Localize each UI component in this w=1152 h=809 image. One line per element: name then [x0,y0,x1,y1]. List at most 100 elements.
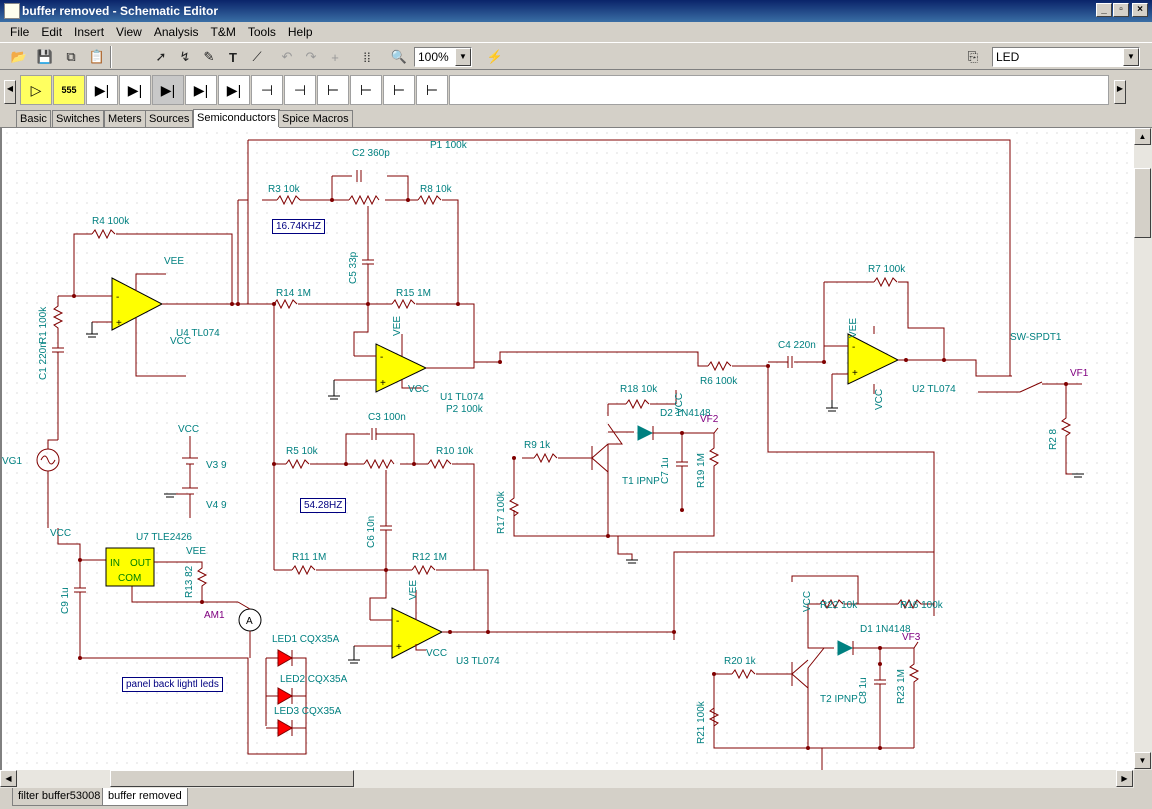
label-p1: P1 100k [430,140,468,151]
scroll-right-button[interactable]: ▶ [1116,770,1133,787]
doc-tab-filter-buffer[interactable]: filter buffer53008 [12,788,107,806]
zoom-icon[interactable]: 🔍 [390,49,408,64]
palette-npn[interactable]: ⊣ [251,75,283,105]
palette-diode[interactable]: ▶| [86,75,118,105]
vertical-scroll-thumb[interactable] [1134,168,1151,238]
redo-icon[interactable]: ↷ [305,49,317,64]
label-r8: R8 10k [420,184,453,195]
label-d1: D1 1N4148 [860,624,911,635]
opamp-u1 [375,343,428,393]
ground-symbol [1072,473,1084,478]
menu-tm[interactable]: T&M [210,25,236,39]
component-rotate-icon[interactable]: ⟋ [252,49,262,64]
tab-semiconductors[interactable]: Semiconductors [193,109,280,128]
open-folder-icon[interactable]: 📂 [10,49,28,64]
note-panel-leds[interactable]: panel back lightl leds [122,677,223,692]
menu-tools[interactable]: Tools [247,25,276,39]
vertical-scrollbar[interactable]: ▲ ▼ [1134,128,1152,770]
node [1064,382,1068,386]
copy-icon[interactable]: ⧉ [66,49,76,64]
label-u2: U2 TL074 [912,384,956,395]
close-button[interactable]: × [1132,3,1148,17]
restore-button[interactable]: ▫ [1113,3,1129,17]
palette-scroll-left[interactable]: ◀ [4,80,16,104]
palette-555[interactable]: 555 [53,75,85,105]
tab-spice-macros[interactable]: Spice Macros [278,110,353,127]
palette-scroll-right[interactable]: ▶ [1114,80,1126,104]
scroll-up-button[interactable]: ▲ [1134,128,1151,145]
label-vee1: VEE [164,256,184,267]
label-c1: C1 220n [38,342,49,380]
led-led2 [277,687,294,705]
svg-text:-: - [380,352,383,363]
tab-switches[interactable]: Switches [52,110,105,127]
component-select[interactable]: LED ▼ [992,47,1140,67]
node [680,508,684,512]
wire [237,601,251,658]
note-54hz[interactable]: 54.28HZ [300,498,347,513]
palette-mosfet-p[interactable]: ⊢ [383,75,415,105]
horizontal-scroll-thumb[interactable] [110,770,354,787]
palette-jfet[interactable]: ⊢ [317,75,349,105]
menu-view[interactable]: View [116,25,142,39]
label-r10: R10 10k [436,446,474,457]
wire [274,569,489,632]
label-r15: R15 1M [396,288,431,299]
grid-icon[interactable]: ⁞⁞ [363,49,371,65]
palette-mosfet-n[interactable]: ⊢ [350,75,382,105]
zoom-select[interactable]: 100% ▼ [414,47,472,67]
label-vee5: VEE [408,580,419,600]
resistor-r16 [897,598,934,610]
menu-help[interactable]: Help [287,25,313,39]
node [672,630,676,634]
scroll-down-button[interactable]: ▼ [1134,752,1151,769]
tab-basic[interactable]: Basic [16,110,51,127]
menu-insert[interactable]: Insert [74,25,105,39]
save-icon[interactable]: 💾 [36,49,54,64]
scroll-left-button[interactable]: ◀ [0,770,17,787]
node [78,656,82,660]
tab-sources[interactable]: Sources [145,110,194,127]
crosshair-icon[interactable]: + [331,49,339,65]
wire [262,175,459,304]
label-t1: T1 IPNP [622,476,660,487]
place-component-icon[interactable]: ⎘ [967,49,979,64]
opamp-u4 [111,277,164,331]
probe-icon[interactable]: ⚡ [486,49,504,64]
label-r17: R17 100k [496,490,507,534]
palette-opamp[interactable]: ▷ [20,75,52,105]
label-r13: R13 82 [184,565,195,598]
palette-pnp[interactable]: ⊣ [284,75,316,105]
label-u7-in: IN [110,558,120,569]
menu-edit[interactable]: Edit [41,25,63,39]
label-vcc3: VCC [874,389,885,410]
wire-tool-icon[interactable]: ↯ [179,49,191,64]
capacitor-c2 [356,170,362,182]
ground-symbol [626,559,638,564]
select-arrow-icon[interactable]: ➚ [155,49,167,64]
tab-meters[interactable]: Meters [104,110,146,127]
doc-tab-buffer-removed[interactable]: buffer removed [102,788,188,806]
label-vee3: VEE [848,318,859,338]
palette-schottky[interactable]: ▶| [185,75,217,105]
palette-led[interactable]: ▶| [152,75,184,105]
horizontal-scrollbar[interactable]: ◀ ▶ [0,770,1134,788]
pencil-icon[interactable]: ✎ [203,49,215,64]
palette-mosfet[interactable]: ⊢ [416,75,448,105]
chevron-down-icon: ▼ [455,48,471,66]
menu-analysis[interactable]: Analysis [153,25,199,39]
note-16khz[interactable]: 16.74KHZ [272,219,326,234]
regulator-u7 [105,547,155,587]
label-u4: U4 TL074 [176,328,220,339]
text-tool-icon[interactable]: T [229,49,237,65]
schematic-canvas[interactable]: - + - + [0,128,1134,770]
svg-text:-: - [852,342,855,353]
minimize-button[interactable]: _ [1096,3,1112,17]
undo-icon[interactable]: ↶ [281,49,293,64]
palette-zener[interactable]: ▶| [119,75,151,105]
menu-file[interactable]: File [10,25,30,39]
paste-icon[interactable]: 📋 [88,49,106,64]
palette-varactor[interactable]: ▶| [218,75,250,105]
label-r16: R16 100k [900,600,944,611]
wire [74,273,238,377]
